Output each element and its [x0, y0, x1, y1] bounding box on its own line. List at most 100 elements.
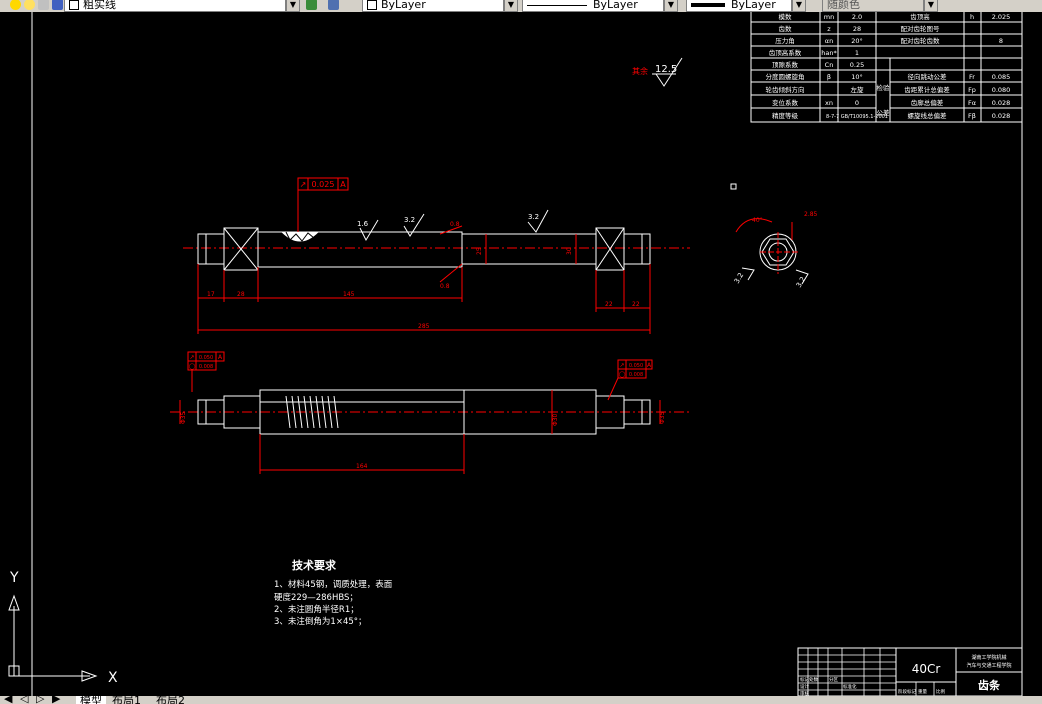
param-left-sym-4: Cn: [825, 61, 834, 69]
plotstyle-dropdown-arrow[interactable]: ▼: [924, 0, 938, 12]
tab-nav-last[interactable]: ▶: [52, 696, 61, 704]
linetype-dropdown-arrow[interactable]: ▼: [664, 0, 678, 12]
param-left-name-5: 分度圆螺旋角: [766, 72, 805, 81]
plotstyle-select[interactable]: 随颜色: [822, 0, 924, 12]
tab-model[interactable]: 模型: [76, 696, 106, 704]
param-left-val-0: 2.0: [852, 13, 862, 21]
tb-label-1: 分区: [829, 676, 838, 683]
param-left-sym-1: z: [827, 25, 831, 33]
param-left-sym-2: αn: [825, 37, 833, 45]
linetype-select[interactable]: ByLayer: [522, 0, 664, 12]
front-roughness-0: 1.6: [357, 220, 369, 228]
param-group-label-1: 公差: [877, 108, 891, 117]
layer-select[interactable]: 粗实线: [64, 0, 286, 12]
bottom-right-tol-sym-0: ↗: [619, 362, 624, 369]
ucs-y-label: Y: [9, 570, 19, 586]
plotstyle-value: 随颜色: [827, 0, 860, 11]
front-chamfer-0: 0.8: [450, 221, 460, 228]
roughness-symbol-general: 其余 12.5: [632, 57, 683, 87]
sun-icon[interactable]: [24, 0, 35, 10]
bottom-right-tol-sym-1: ◯: [619, 371, 626, 378]
ucs-icon: Y X: [8, 570, 118, 686]
layer-name: 粗实线: [83, 0, 116, 11]
front-dim-22b: 22: [632, 301, 640, 308]
tb-label-9: 比例: [936, 688, 945, 695]
color-value: ByLayer: [381, 0, 426, 11]
parameter-table: 模数 mn 2.0 齿数 z 28 压力角 αn 20° 齿顶高系数 han* …: [750, 12, 1023, 123]
lineweight-select[interactable]: ByLayer: [686, 0, 792, 12]
make-current-layer-icon[interactable]: [306, 0, 317, 10]
bottom-left-tol-sym-0: ↗: [189, 354, 194, 361]
param-right-name-5: 齿距累计总偏差: [904, 85, 950, 94]
color-swatch-icon: [367, 0, 377, 10]
param-left-name-6: 轮齿倾斜方向: [766, 85, 805, 94]
bottom-left-tol-datum-0: A: [218, 354, 223, 361]
lineweight-dropdown-arrow[interactable]: ▼: [792, 0, 806, 12]
color-select[interactable]: ByLayer: [362, 0, 504, 12]
lamp-icon[interactable]: [10, 0, 21, 10]
param-left-sym-0: mn: [824, 13, 834, 21]
grip-point-icon[interactable]: [730, 183, 737, 190]
param-right-name-0: 齿顶高: [910, 12, 930, 21]
tb-label-8: 重量: [918, 688, 927, 695]
tab-layout2[interactable]: 布局2: [156, 696, 185, 704]
bottom-view: ↗ 0.050 A ◯ 0.008 ↗ 0.050 A ◯ 0.008 Φ35 …: [170, 351, 690, 474]
bottom-left-tol-val-0: 0.050: [199, 355, 213, 361]
linetype-value: ByLayer: [593, 0, 638, 11]
param-right-name-6: 齿廓总偏差: [911, 98, 944, 107]
bottom-right-tol-val-1: 0.008: [629, 372, 643, 378]
tab-nav-first[interactable]: ◀: [4, 696, 13, 704]
param-left-name-3: 齿顶高系数: [769, 48, 802, 57]
front-roughness-2: 3.2: [528, 213, 539, 221]
param-right-val-0: 2.025: [992, 13, 1011, 21]
param-right-sym-6: Fα: [968, 99, 976, 107]
param-left-val-5: 10°: [851, 73, 863, 81]
param-right-sym-5: Fp: [968, 86, 976, 94]
front-tol-val: 0.025: [312, 180, 335, 189]
param-left-val-3: 1: [855, 49, 859, 57]
param-right-sym-7: Fβ: [968, 112, 976, 120]
param-right-name-7: 螺旋线总偏差: [908, 111, 948, 120]
param-right-val-4: 0.085: [992, 73, 1011, 81]
layer-dropdown-arrow[interactable]: ▼: [286, 0, 300, 12]
bottom-left-tol-sym-1: ◯: [189, 363, 196, 370]
param-right-val-6: 0.028: [992, 99, 1011, 107]
front-dim-28: 28: [237, 291, 245, 298]
tb-label-5: 设计: [800, 683, 809, 690]
tb-part-name: 齿条: [978, 678, 1001, 692]
tech-req-line-3: 3、未注倒角为1×45°；: [274, 616, 367, 627]
param-left-val-2: 20°: [851, 37, 863, 45]
tb-label-6: 标准化: [843, 683, 857, 690]
tab-nav-prev[interactable]: ◁: [20, 696, 29, 704]
bottom-mid-dia: Φ30: [552, 413, 559, 426]
tab-layout1[interactable]: 布局1: [112, 696, 141, 704]
bottom-left-tol-val-1: 0.008: [199, 364, 213, 370]
front-roughness-1: 3.2: [404, 216, 415, 224]
layer-lock-icon[interactable]: [38, 0, 49, 10]
tab-nav-next[interactable]: ▷: [36, 696, 45, 704]
front-dim-145: 145: [343, 291, 355, 298]
tb-school: 湖南工学院机械: [971, 654, 1006, 661]
param-left-val-1: 28: [853, 25, 861, 33]
layer-previous-icon[interactable]: [328, 0, 339, 10]
param-left-name-4: 顶隙系数: [772, 60, 799, 69]
param-left-val-6: 左旋: [851, 85, 865, 94]
front-dia-b: 30: [566, 247, 573, 255]
param-right-sym-4: Fr: [969, 73, 975, 81]
param-right-val-7: 0.028: [992, 112, 1011, 120]
param-left-name-7: 变位系数: [772, 98, 799, 107]
color-dropdown-arrow[interactable]: ▼: [504, 0, 518, 12]
param-left-sym-3: han*: [821, 49, 837, 57]
drawing-canvas[interactable]: 模数 mn 2.0 齿数 z 28 压力角 αn 20° 齿顶高系数 han* …: [0, 12, 1042, 696]
layer-color-icon[interactable]: [52, 0, 63, 10]
lineweight-preview: [691, 3, 725, 7]
param-left-name-2: 压力角: [775, 36, 795, 45]
front-dim-17: 17: [207, 291, 215, 298]
tb-label-0: 标记处数: [800, 676, 818, 683]
roughness-value: 12.5: [655, 64, 677, 75]
front-dia-a: 25: [476, 247, 483, 255]
front-tol-datum: A: [340, 180, 346, 189]
title-block: 标记处数 分区 设计 标准化 审核 阶段标记 重量 比例 40Cr 湖南工学院机…: [797, 647, 1023, 696]
param-right-sym-0: h: [970, 13, 974, 21]
front-chamfer-1: 0.8: [440, 283, 450, 290]
